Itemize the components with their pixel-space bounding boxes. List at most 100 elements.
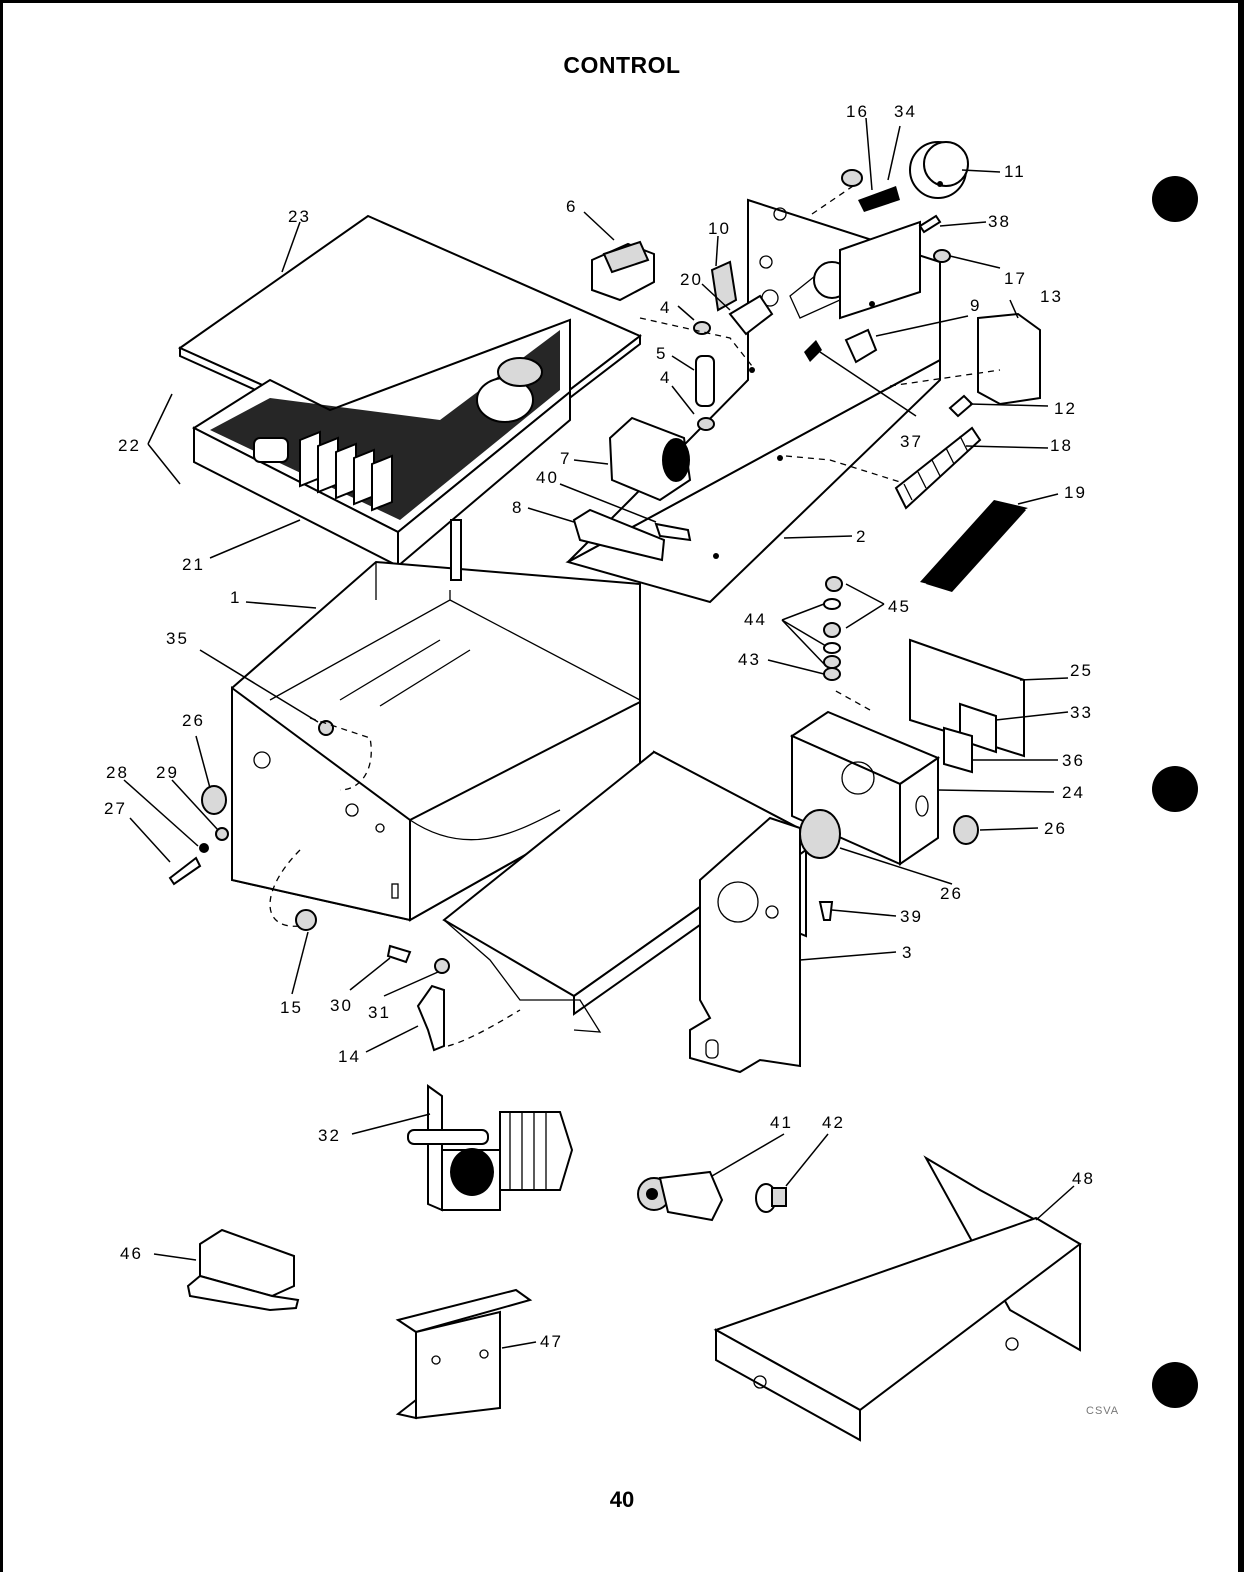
assembly-lines — [269, 183, 1001, 1047]
part-38-screw — [918, 214, 942, 234]
callout-4-upper: 4 — [660, 298, 671, 317]
binder-hole-middle — [1152, 766, 1198, 812]
callouts: 16 34 11 23 6 10 38 17 20 4 13 9 5 4 12 … — [104, 102, 1095, 1351]
page-frame-right — [1238, 0, 1244, 1572]
part-17-grommet — [933, 249, 951, 263]
part-6-relay — [591, 240, 655, 302]
callout-25: 25 — [1070, 661, 1093, 680]
part-4-washer-upper — [693, 321, 711, 335]
part-15-bushing — [295, 909, 317, 931]
part-31-washer — [434, 958, 450, 974]
callout-12: 12 — [1054, 399, 1077, 418]
callout-39: 39 — [900, 907, 923, 926]
callout-47: 47 — [540, 1332, 563, 1351]
part-21-chassis — [191, 318, 571, 569]
page-frame-left — [0, 0, 3, 1572]
part-37-knob — [804, 340, 822, 362]
callout-1: 1 — [230, 588, 241, 607]
callout-34: 34 — [894, 102, 917, 121]
callout-13: 13 — [1040, 287, 1063, 306]
callout-37: 37 — [900, 432, 923, 451]
part-32-contactor — [407, 1084, 574, 1212]
callout-23: 23 — [288, 207, 311, 226]
part-24-box — [789, 710, 941, 866]
part-8-bracket — [572, 508, 666, 562]
callout-38: 38 — [988, 212, 1011, 231]
callout-6: 6 — [566, 197, 577, 216]
parts-27-29-hardware — [168, 827, 229, 886]
page-number: 40 — [609, 1487, 635, 1512]
part-41-socket — [637, 1170, 724, 1222]
part-46-transformer — [186, 1228, 300, 1312]
callout-41: 41 — [770, 1113, 793, 1132]
page-title: CONTROL — [563, 52, 681, 78]
callout-45: 45 — [888, 597, 911, 616]
part-10-switch — [710, 260, 738, 312]
drawing-mark: CSVA — [1086, 1405, 1119, 1417]
callout-18: 18 — [1050, 436, 1073, 455]
callout-2: 2 — [856, 527, 867, 546]
callout-3: 3 — [902, 943, 913, 962]
part-40-strap — [654, 522, 692, 542]
part-4-washer-lower — [697, 417, 715, 431]
callout-22: 22 — [118, 436, 141, 455]
part-16-bushing — [841, 169, 863, 187]
callout-31: 31 — [368, 1003, 391, 1022]
binder-hole-top — [1152, 176, 1198, 222]
callout-26-left: 26 — [182, 711, 205, 730]
callout-30: 30 — [330, 996, 353, 1015]
callout-20: 20 — [680, 270, 703, 289]
callout-36: 36 — [1062, 751, 1085, 770]
part-3-bracket — [442, 750, 808, 1074]
callout-17: 17 — [1004, 269, 1027, 288]
callout-10: 10 — [708, 219, 731, 238]
callout-27: 27 — [104, 799, 127, 818]
part-11-meter — [909, 141, 969, 199]
leader-lines — [123, 117, 1075, 1349]
part-13-plate — [977, 312, 1041, 406]
callout-43: 43 — [738, 650, 761, 669]
part-7-solenoid — [608, 416, 692, 502]
callout-26-center: 26 — [940, 884, 963, 903]
part-19-screen-body — [926, 502, 1026, 592]
callout-24: 24 — [1062, 783, 1085, 802]
callout-35: 35 — [166, 629, 189, 648]
callout-19: 19 — [1064, 483, 1087, 502]
callout-26-right: 26 — [1044, 819, 1067, 838]
part-9-toggle — [844, 328, 878, 364]
callout-48: 48 — [1072, 1169, 1095, 1188]
callout-28: 28 — [106, 763, 129, 782]
part-48-channel — [713, 1155, 1082, 1442]
callout-15: 15 — [280, 998, 303, 1017]
callout-5: 5 — [656, 344, 667, 363]
callout-4-lower: 4 — [660, 368, 671, 387]
callout-21: 21 — [182, 555, 205, 574]
callout-46: 46 — [120, 1244, 143, 1263]
callout-44: 44 — [744, 610, 767, 629]
parts-43-45-hardware — [823, 576, 843, 681]
part-35-screw — [318, 720, 334, 736]
part-39-screw — [818, 901, 834, 921]
part-26-grommet-left — [201, 785, 227, 815]
part-34-terminal — [858, 186, 900, 212]
part-14-lug — [416, 984, 445, 1052]
callout-40: 40 — [536, 468, 559, 487]
callout-32: 32 — [318, 1126, 341, 1145]
binder-hole-bottom — [1152, 1362, 1198, 1408]
callout-14: 14 — [338, 1047, 361, 1066]
part-30-bolt — [386, 944, 412, 964]
part-5-standoff — [695, 355, 715, 407]
callout-8: 8 — [512, 498, 523, 517]
part-47-bracket — [395, 1288, 533, 1420]
callout-16: 16 — [846, 102, 869, 121]
part-42-bulb — [755, 1183, 787, 1213]
part-1-enclosure — [231, 519, 641, 922]
callout-9: 9 — [970, 296, 981, 315]
callout-29: 29 — [156, 763, 179, 782]
callout-11: 11 — [1004, 162, 1026, 181]
part-36-bracket — [943, 726, 973, 774]
callout-7: 7 — [560, 449, 571, 468]
callout-33: 33 — [1070, 703, 1093, 722]
part-20-switch — [728, 294, 774, 336]
part-12-screw — [948, 394, 974, 418]
